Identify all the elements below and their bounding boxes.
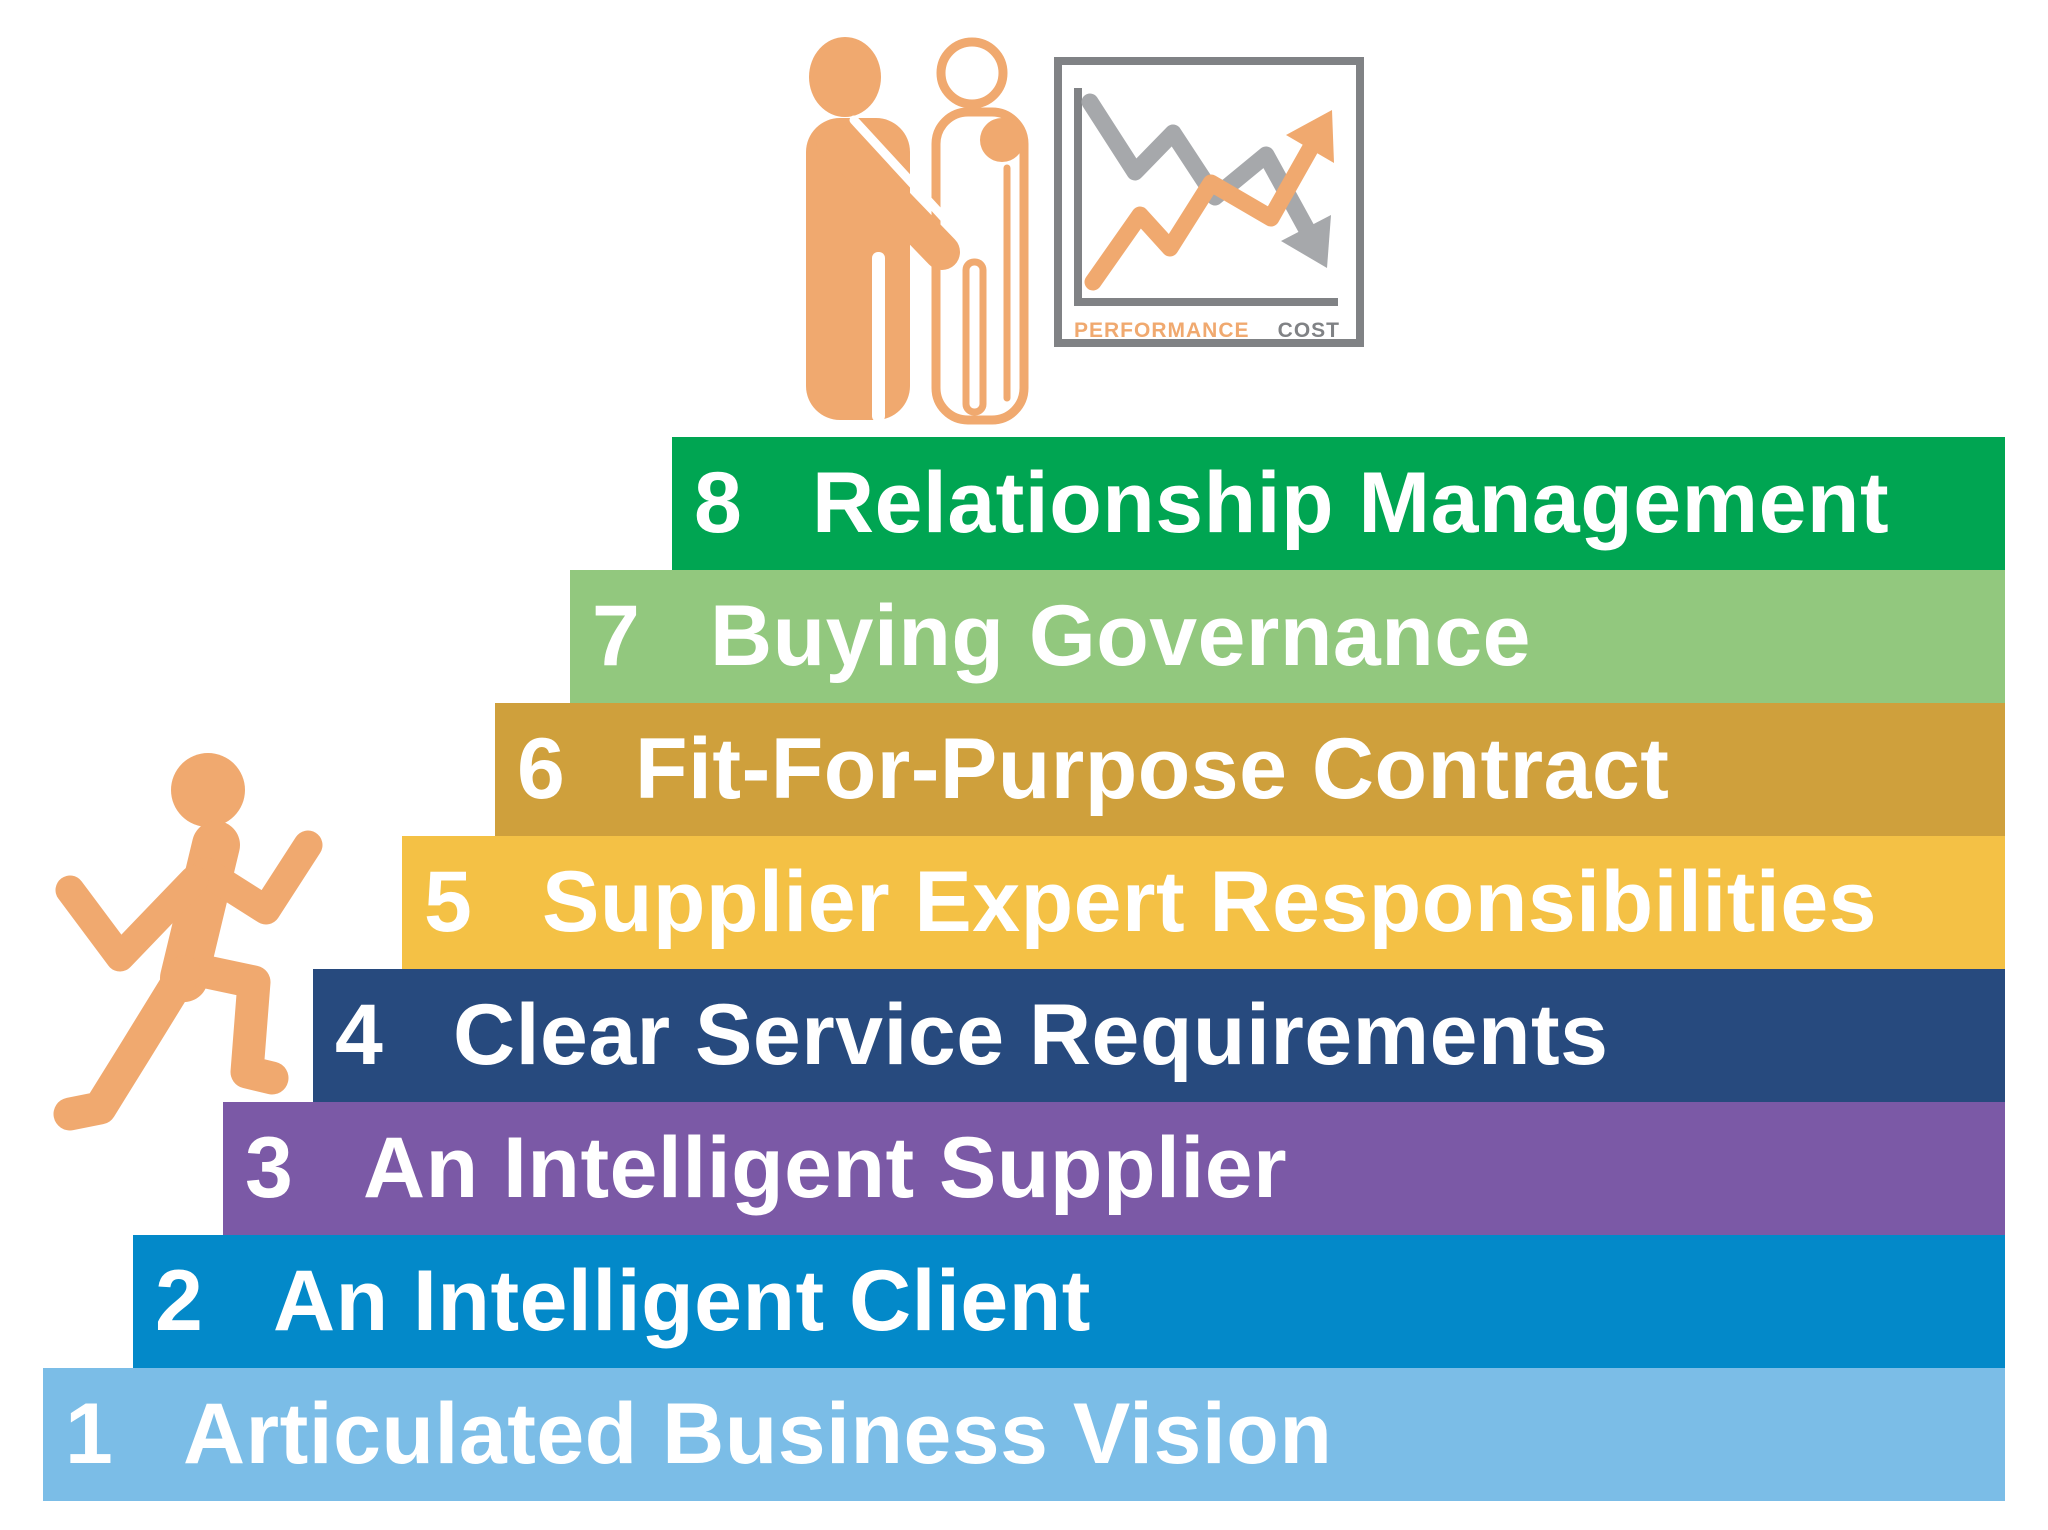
step-bar-7: 7 Buying Governance — [570, 570, 2005, 703]
step-number-5: 5 — [424, 854, 473, 950]
climber-back-leg — [53, 955, 201, 1131]
step-label-5: Supplier Expert Responsibilities — [542, 854, 1877, 950]
step-number-7: 7 — [592, 588, 641, 684]
cost-trend-line — [1081, 93, 1315, 237]
chart-frame — [1054, 57, 1364, 347]
step-label-6: Fit-For-Purpose Contract — [635, 721, 1670, 817]
filled-person-body — [806, 118, 910, 420]
hand-on-shoulder — [980, 118, 1024, 162]
climber-back-arm — [55, 865, 209, 972]
step-label-4: Clear Service Requirements — [453, 987, 1609, 1083]
filled-person-arm-gap — [849, 115, 962, 237]
step-bar-8: 8 Relationship Management — [672, 437, 2005, 570]
performance-cost-chart-icon: PERFORMANCE COST — [1054, 57, 1364, 347]
step-label-7: Buying Governance — [710, 588, 1531, 684]
cost-label: COST — [1278, 319, 1340, 342]
step-bar-6: 6 Fit-For-Purpose Contract — [495, 703, 2005, 836]
step-number-2: 2 — [155, 1253, 204, 1349]
step-number-3: 3 — [245, 1120, 294, 1216]
step-number-1: 1 — [65, 1386, 114, 1482]
step-number-8: 8 — [694, 455, 743, 551]
climber-torso — [160, 821, 240, 1002]
step-bar-4: 4 Clear Service Requirements — [313, 969, 2005, 1102]
partnership-icon — [806, 37, 1029, 425]
step-label-3: An Intelligent Supplier — [363, 1120, 1288, 1216]
chart-axes — [1074, 88, 1338, 306]
filled-person-head — [809, 37, 881, 117]
step-bar-1: 1 Articulated Business Vision — [43, 1368, 2005, 1501]
performance-arrowhead — [1286, 110, 1334, 163]
climber-front-arm — [191, 830, 323, 925]
climber-head — [171, 753, 245, 827]
step-bar-2: 2 An Intelligent Client — [133, 1235, 2005, 1368]
step-label-8: Relationship Management — [812, 455, 1890, 551]
stair-climber-icon — [53, 753, 323, 1131]
step-bar-5: 5 Supplier Expert Responsibilities — [402, 836, 2005, 969]
outlined-person-body — [931, 107, 1029, 425]
filled-person-arm — [816, 122, 960, 270]
step-label-1: Articulated Business Vision — [183, 1386, 1333, 1482]
cost-arrowhead — [1281, 215, 1331, 268]
outlined-person-head — [936, 37, 1008, 109]
step-number-4: 4 — [335, 987, 384, 1083]
outlined-person-leg-gap — [962, 258, 987, 416]
step-bar-3: 3 An Intelligent Supplier — [223, 1102, 2005, 1235]
performance-trend-line — [1084, 140, 1319, 291]
step-label-2: An Intelligent Client — [273, 1253, 1091, 1349]
filled-person-leg-gap — [872, 252, 885, 422]
step-number-6: 6 — [517, 721, 566, 817]
performance-label: PERFORMANCE — [1074, 319, 1250, 342]
climber-front-leg — [171, 951, 289, 1095]
